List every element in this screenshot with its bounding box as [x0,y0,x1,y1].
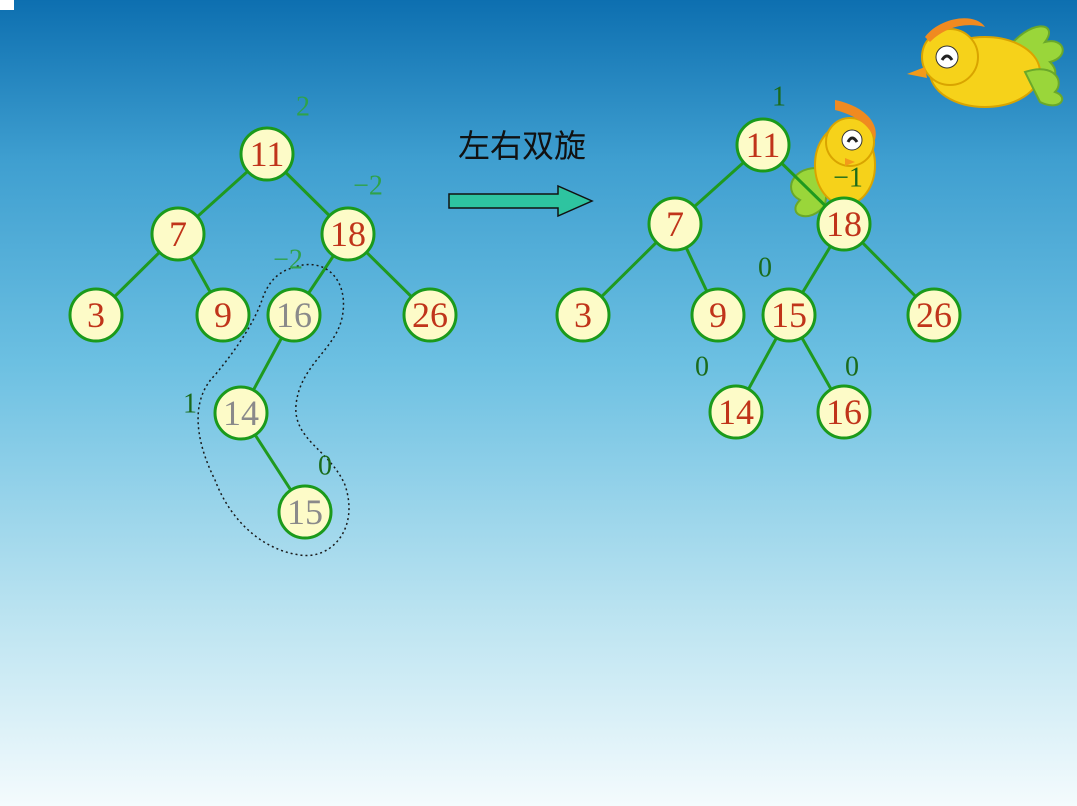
balance-factor-right-14: 0 [695,352,709,383]
left-node-18: 18 [320,206,376,262]
right-arrow-icon [448,184,594,218]
node-value: 11 [250,134,285,174]
balance-factor-left-14: 1 [183,389,197,420]
node-value: 3 [574,295,592,335]
node-value: 15 [771,295,807,335]
node-value: 14 [718,392,754,432]
node-value: 9 [214,295,232,335]
right-node-14: 14 [708,384,764,440]
left-node-7: 7 [150,206,206,262]
right-node-7: 7 [647,196,703,252]
left-node-14: 14 [213,385,269,441]
right-node-3: 3 [555,287,611,343]
balance-factor-right-15: 0 [758,253,772,284]
left-node-16: 16 [266,287,322,343]
left-node-9: 9 [195,287,251,343]
balance-factor-left-16: −2 [273,245,303,276]
node-value: 7 [666,204,684,244]
node-value: 11 [746,125,781,165]
highlight-outline [197,263,350,557]
corner-mark [0,0,14,10]
left-node-3: 3 [68,287,124,343]
left-node-26: 26 [402,287,458,343]
node-value: 14 [223,393,259,433]
right-node-9: 9 [690,287,746,343]
bird-icon [790,100,876,218]
left-node-15: 15 [277,484,333,540]
operation-label: 左右双旋 [458,127,586,165]
node-value: 26 [412,295,448,335]
node-value: 16 [276,295,312,335]
node-value: 3 [87,295,105,335]
node-value: 16 [826,392,862,432]
bird-icon [907,18,1064,108]
right-node-26: 26 [906,287,962,343]
node-value: 15 [287,492,323,532]
node-value: 26 [916,295,952,335]
balance-factor-left-18: −2 [353,171,383,202]
left-tree-edges [94,152,432,513]
node-value: 18 [330,214,366,254]
right-node-16: 16 [816,384,872,440]
right-node-15: 15 [761,287,817,343]
right-node-18: 18 [816,196,872,252]
balance-factor-right-11: 1 [772,82,786,113]
balance-factor-left-15: 0 [318,451,332,482]
node-value: 9 [709,295,727,335]
balance-factor-right-16: 0 [845,352,859,383]
node-value: 7 [169,214,187,254]
balance-factor-right-18: −1 [833,163,863,194]
left-node-11: 11 [239,126,295,182]
node-value: 18 [826,204,862,244]
balance-factor-left-11: 2 [296,92,310,123]
right-node-11: 11 [735,117,791,173]
